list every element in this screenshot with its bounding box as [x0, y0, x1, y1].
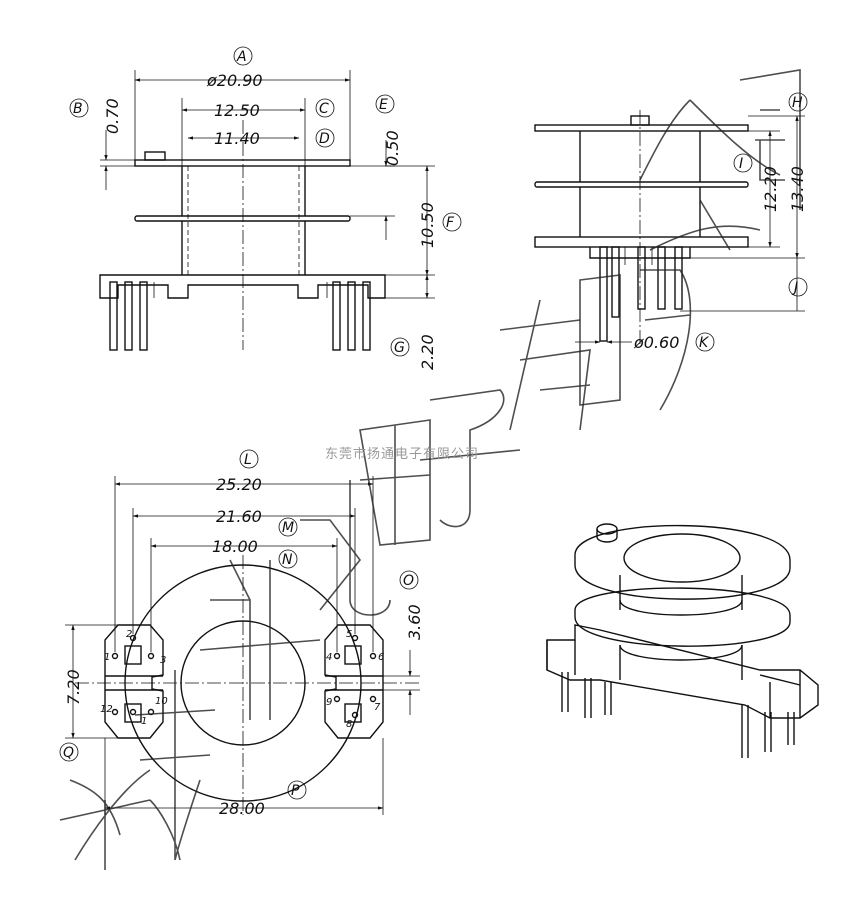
pin-8: 8	[346, 719, 352, 730]
front-view: ø20.90 A 12.50 C 11.40 D 0.70 B 0.50 E 1…	[69, 46, 462, 370]
dim-q: 7.20	[64, 669, 83, 705]
base	[99, 274, 386, 299]
label-d: D	[319, 131, 330, 147]
pin-11: 1	[141, 716, 147, 727]
label-p: P	[291, 783, 300, 799]
label-b: B	[73, 101, 83, 117]
side-view: 12.20 I 13.40 H J ø0.60 K	[534, 92, 808, 352]
pin-10: 10	[155, 696, 168, 707]
label-h: H	[792, 95, 803, 111]
dim-e: 0.50	[383, 130, 402, 166]
label-m: M	[282, 520, 294, 536]
label-o: O	[403, 573, 414, 589]
dim-l: 25.20	[216, 475, 262, 494]
pin-7: 7	[374, 702, 381, 713]
label-n: N	[282, 552, 293, 568]
label-l: L	[244, 452, 252, 468]
label-a: A	[236, 49, 247, 65]
pin-12: 12	[100, 704, 113, 715]
middle-flange	[134, 215, 351, 222]
dim-a: ø20.90	[206, 71, 263, 90]
label-q: Q	[63, 745, 74, 761]
dim-i: 12.20	[761, 166, 780, 212]
bottom-view: 1 2 3 12 10 1 4 5 6 9 8 7 25.20 L 21.60 …	[59, 449, 424, 818]
dim-d: 11.40	[214, 129, 260, 148]
dim-o: 3.60	[405, 604, 424, 640]
pin-9: 9	[326, 697, 332, 708]
pin-6: 6	[378, 652, 384, 663]
dim-h: 13.40	[788, 166, 807, 212]
label-k: K	[699, 335, 710, 351]
pin-2: 2	[126, 629, 132, 640]
pin-3: 3	[160, 655, 166, 666]
dim-m: 21.60	[216, 507, 262, 526]
label-f: F	[446, 215, 455, 231]
label-g: G	[394, 340, 405, 356]
label-j: J	[791, 280, 798, 296]
dim-g: 2.20	[418, 334, 437, 370]
dim-b: 0.70	[103, 98, 122, 134]
pin-1: 1	[104, 652, 110, 663]
top-flange	[134, 159, 351, 167]
top-boss	[144, 151, 166, 161]
dim-p: 28.00	[219, 799, 265, 818]
watermark-text: 东莞市扬通电子有限公司	[325, 447, 480, 462]
dim-k: ø0.60	[633, 333, 679, 352]
dim-c: 12.50	[214, 101, 260, 120]
isometric-view	[546, 523, 819, 758]
pin-4: 4	[326, 652, 332, 663]
dim-n: 18.00	[212, 537, 258, 556]
pin-5: 5	[346, 629, 352, 640]
label-i: I	[739, 156, 743, 172]
label-c: C	[319, 101, 329, 117]
dim-f: 10.50	[418, 202, 437, 248]
label-e: E	[379, 97, 388, 113]
watermark-graphic	[59, 69, 801, 870]
